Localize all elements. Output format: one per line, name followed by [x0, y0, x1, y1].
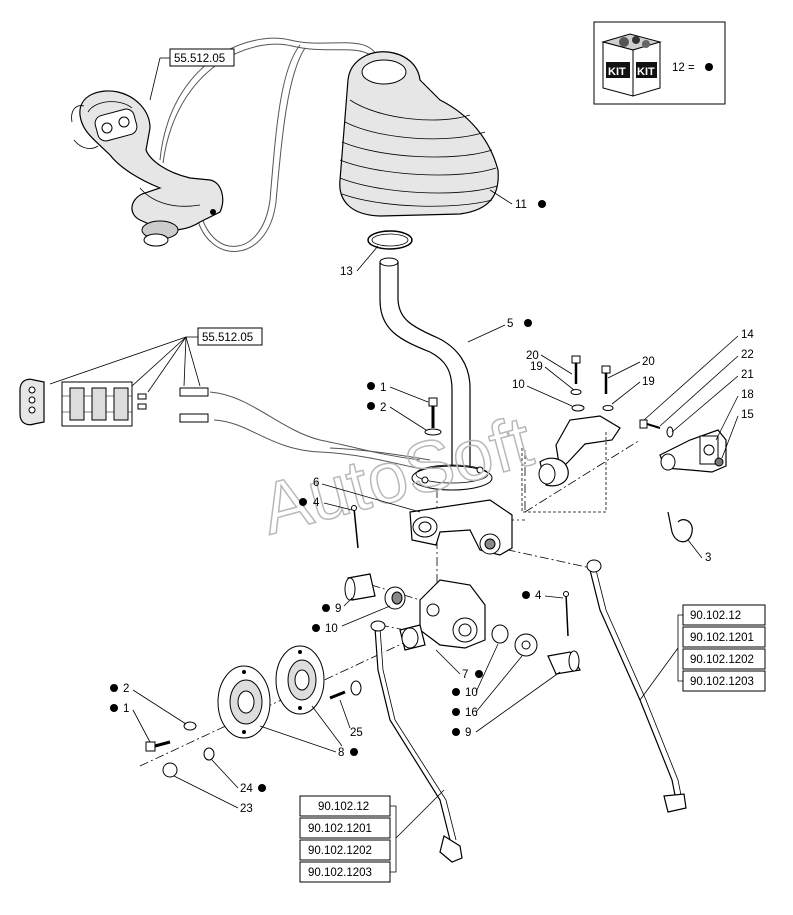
- split-pin-upper: [351, 505, 359, 549]
- ref-right-text-0: 90.102.12: [690, 610, 741, 622]
- ref-bottom-text-2: 90.102.1202: [308, 845, 372, 857]
- rubber-boot: [339, 51, 499, 217]
- ref-right-row-1[interactable]: [682, 626, 766, 648]
- joystick-grip: [71, 90, 224, 247]
- kit-marker-dot: [705, 63, 713, 71]
- ref-mid-text: 55.512.05: [202, 332, 253, 344]
- split-pin-lower: [563, 591, 569, 637]
- ref-right-text-2: 90.102.1202: [690, 654, 754, 666]
- callout-9-right: 9: [465, 727, 471, 739]
- callout-23: 23: [240, 803, 253, 815]
- retaining-ring: [367, 230, 413, 250]
- bolt-top: [424, 397, 442, 436]
- bushings-left: [344, 573, 406, 610]
- push-pull-cable-right: [586, 559, 687, 813]
- flange-bearings: [217, 645, 325, 739]
- callout-20-right: 20: [642, 356, 655, 368]
- callout-16: 16: [465, 707, 478, 719]
- cable-clamp: [667, 511, 693, 543]
- pivot-block: [399, 579, 486, 651]
- callout-1-top: 1: [380, 382, 386, 394]
- callout-25: 25: [350, 727, 363, 739]
- ref-right-text-1: 90.102.1201: [690, 632, 754, 644]
- ref-box-mid[interactable]: 55.512.05: [49, 327, 263, 393]
- callout-19-right: 19: [642, 376, 655, 388]
- kit-legend-text: 12 =: [672, 62, 695, 74]
- kit-badge-left: KIT: [608, 66, 626, 78]
- upper-bracket: [409, 499, 513, 556]
- callout-6: 6: [313, 477, 319, 489]
- callout-18: 18: [741, 389, 754, 401]
- flange-bolts: [145, 680, 362, 778]
- callout-24: 24: [240, 783, 253, 795]
- callout-20-left: 20: [526, 350, 539, 362]
- bolts-20-19: [570, 355, 614, 412]
- ref-top-text: 55.512.05: [174, 53, 225, 65]
- callout-9-left: 9: [335, 603, 341, 615]
- electrical-connector: [19, 378, 209, 427]
- callouts: 11 13 5 1 2 6 4 20 19 10 20 19 14: [110, 189, 754, 815]
- callout-3: 3: [705, 552, 711, 564]
- switch-bracket: [521, 415, 621, 513]
- callout-22: 22: [741, 349, 754, 361]
- proximity-switch: [639, 419, 727, 473]
- ref-bottom-text-0: 90.102.12: [318, 801, 369, 813]
- callout-8: 8: [338, 747, 344, 759]
- callout-5: 5: [507, 318, 513, 330]
- kit-box-icon: KIT KIT: [601, 33, 662, 97]
- callout-1-left: 1: [123, 703, 129, 715]
- callout-4-lower: 4: [535, 590, 542, 602]
- ref-right-row-2[interactable]: [682, 648, 766, 670]
- cables: [159, 37, 431, 471]
- callout-10-right: 10: [465, 687, 478, 699]
- kit-badge-right: KIT: [637, 66, 655, 78]
- ref-box-top[interactable]: 55.512.05: [149, 48, 235, 101]
- bushings-right: [491, 624, 581, 675]
- callout-2-left: 2: [123, 683, 129, 695]
- ref-bottom-row-2[interactable]: [299, 839, 391, 861]
- callout-10-left: 10: [325, 623, 338, 635]
- callout-11: 11: [515, 199, 527, 211]
- callout-14: 14: [741, 329, 754, 341]
- callout-13: 13: [340, 266, 353, 278]
- push-pull-cable-left: [370, 620, 463, 863]
- callout-2-top: 2: [380, 402, 386, 414]
- callout-15: 15: [741, 409, 754, 421]
- callout-19-left: 19: [530, 361, 543, 373]
- callout-4-upper: 4: [313, 497, 320, 509]
- ref-box-right[interactable]: 90.102.12 90.102.1201 90.102.1202 90.102…: [639, 604, 766, 701]
- ref-box-bottom[interactable]: 90.102.12 90.102.1201 90.102.1202 90.102…: [299, 789, 445, 883]
- control-lever: [379, 257, 493, 491]
- ref-bottom-text-1: 90.102.1201: [308, 823, 372, 835]
- callout-21: 21: [741, 369, 754, 381]
- ref-right-text-3: 90.102.1203: [690, 676, 754, 688]
- callout-7: 7: [462, 669, 468, 681]
- kit-legend: KIT KIT 12 =: [593, 21, 726, 105]
- ref-bottom-text-3: 90.102.1203: [308, 867, 372, 879]
- callout-10-bracket: 10: [512, 379, 525, 391]
- ref-bottom-row-1[interactable]: [299, 817, 391, 839]
